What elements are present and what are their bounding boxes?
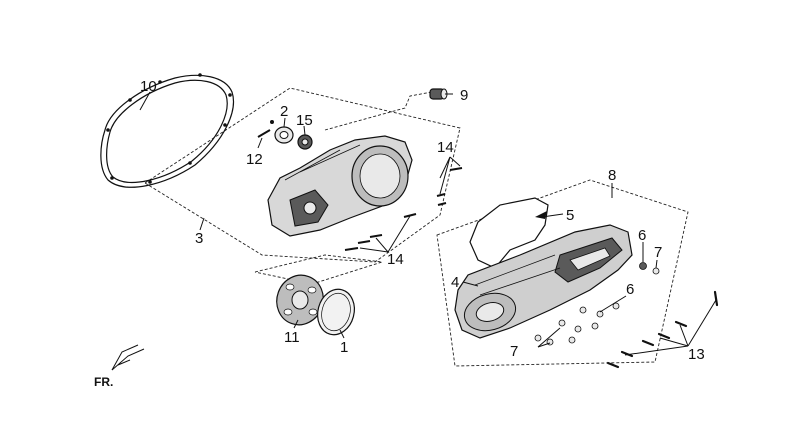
- leader-lines: [139, 91, 717, 356]
- bearing-part-15: [297, 134, 313, 150]
- outer-cover-part-8: [454, 224, 633, 339]
- callout-2: 2: [280, 103, 288, 120]
- callout-10: 10: [140, 78, 157, 95]
- group-3-outline: [144, 87, 461, 263]
- callout-4: 4: [451, 274, 459, 291]
- callout-14-lower: 14: [387, 251, 404, 268]
- callout-12: 12: [246, 151, 263, 168]
- grommet-part-9: [429, 88, 448, 100]
- callout-14-upper: 14: [437, 139, 454, 156]
- inner-cover-part-3: [267, 135, 413, 237]
- callout-8: 8: [608, 167, 616, 184]
- plate-part-11: [276, 274, 324, 326]
- callout-7-lower: 7: [510, 343, 518, 360]
- bolt-part-12: [257, 120, 274, 138]
- callout-5: 5: [566, 207, 574, 224]
- group-8-outline: [436, 179, 689, 367]
- callout-6-upper: 6: [638, 227, 646, 244]
- bolts-part-13: [606, 290, 719, 369]
- callout-6-lower: 6: [626, 281, 634, 298]
- seal-part-2: [274, 126, 294, 144]
- cap-part-1: [317, 288, 355, 336]
- callout-9: 9: [460, 87, 468, 104]
- front-label: FR.: [94, 375, 113, 389]
- callout-1: 1: [340, 339, 348, 356]
- callout-11: 11: [284, 329, 300, 346]
- callout-7-upper: 7: [654, 244, 662, 261]
- bolts-part-14: [344, 167, 463, 251]
- callout-13: 13: [688, 346, 705, 363]
- callout-15: 15: [296, 112, 313, 129]
- group-9-bracket: [324, 91, 433, 131]
- callout-3: 3: [195, 230, 203, 247]
- front-direction-arrow: [111, 344, 145, 371]
- gasket-part-10: [100, 73, 234, 188]
- group-11-outline: [254, 254, 383, 285]
